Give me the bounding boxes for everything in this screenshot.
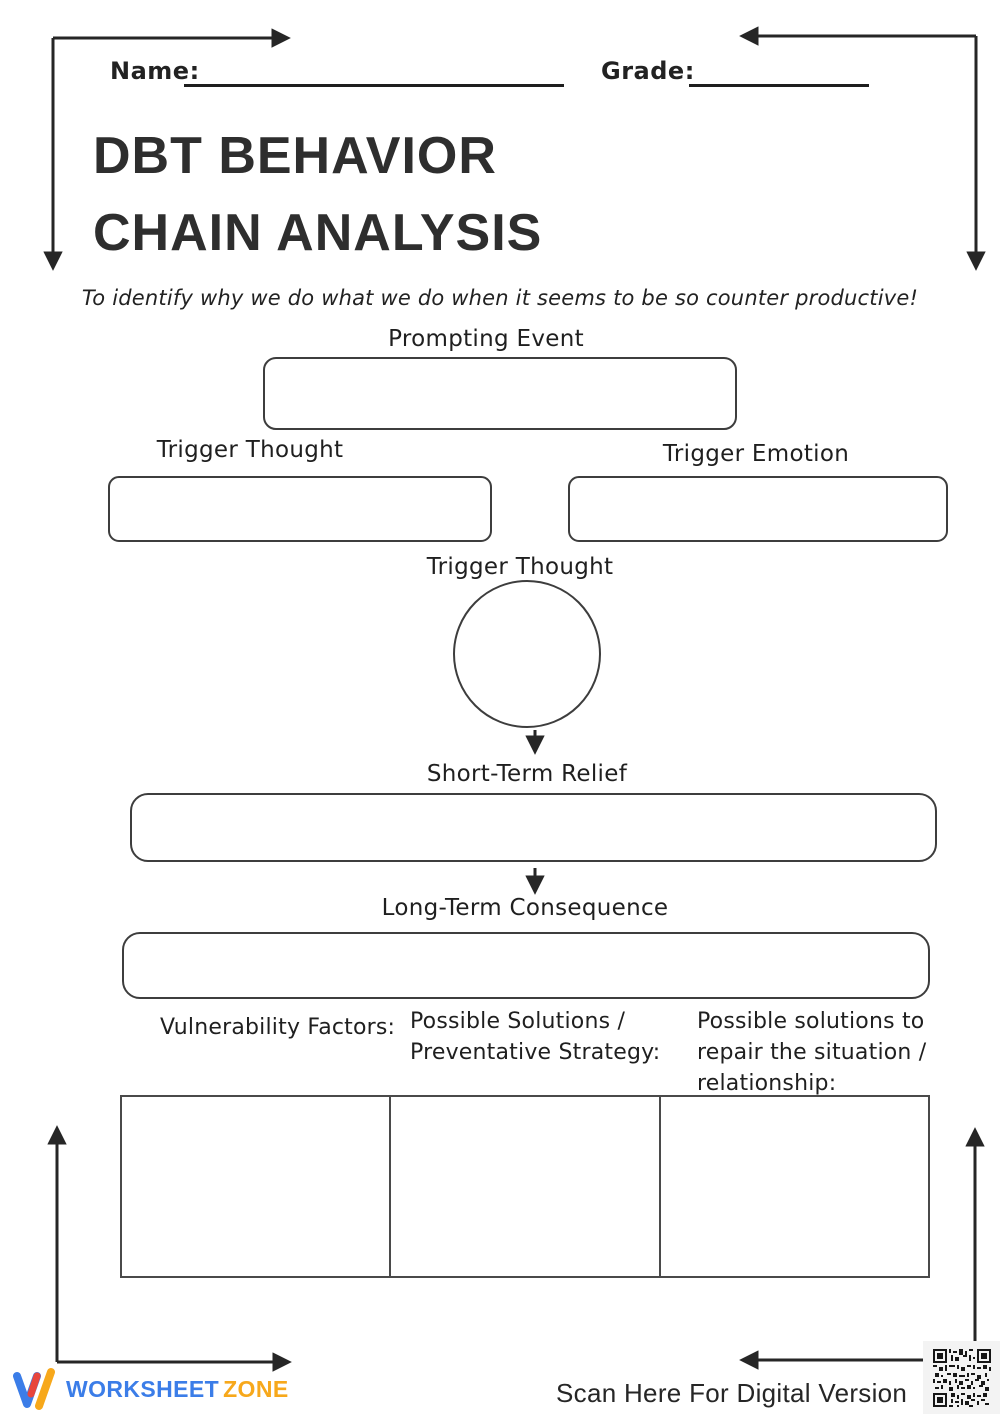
repair-solutions-cell[interactable]: [661, 1097, 928, 1276]
trigger-emotion-box[interactable]: [568, 476, 948, 542]
vulnerability-factors-cell[interactable]: [122, 1097, 392, 1276]
vulnerability-factors-header: Vulnerability Factors:: [160, 1012, 395, 1043]
qr-code-panel: [923, 1341, 1000, 1414]
grade-label: Grade:: [601, 57, 695, 85]
page-title-line1: DBT BEHAVIOR: [93, 127, 497, 185]
trigger-thought-circle[interactable]: [453, 580, 601, 728]
page-title: DBT BEHAVIOR CHAIN ANALYSIS: [93, 118, 542, 272]
scan-here-text: Scan Here For Digital Version: [556, 1378, 908, 1408]
possible-solutions-cell[interactable]: [391, 1097, 661, 1276]
logo-zone-text: ZONE: [223, 1375, 289, 1402]
answers-table: [120, 1095, 930, 1278]
vulnerability-factors-header-line: Vulnerability Factors:: [160, 1015, 396, 1040]
repair-solutions-header-line2: repair the situation /: [697, 1040, 927, 1065]
name-label: Name:: [110, 57, 200, 85]
possible-solutions-header: Possible Solutions / Preventative Strate…: [410, 1006, 660, 1068]
possible-solutions-header-line1: Possible Solutions /: [410, 1009, 626, 1034]
repair-solutions-header-line3: relationship:: [697, 1071, 837, 1096]
qr-code: [932, 1348, 991, 1407]
possible-solutions-header-line2: Preventative Strategy:: [410, 1040, 661, 1065]
repair-solutions-header-line1: Possible solutions to: [697, 1009, 925, 1034]
page-title-line2: CHAIN ANALYSIS: [93, 204, 543, 262]
long-term-consequence-box[interactable]: [122, 932, 930, 999]
long-term-consequence-label: Long-Term Consequence: [381, 895, 669, 921]
grade-input-line[interactable]: [689, 84, 869, 87]
worksheetzone-logo-icon: [13, 1368, 55, 1410]
name-input-line[interactable]: [184, 84, 564, 87]
prompting-event-box[interactable]: [263, 357, 737, 430]
page-subtitle: To identify why we do what we do when it…: [81, 286, 919, 310]
short-term-relief-label: Short-Term Relief: [426, 761, 628, 787]
short-term-relief-box[interactable]: [130, 793, 937, 862]
trigger-thought-box[interactable]: [108, 476, 492, 542]
trigger-thought-circle-label: Trigger Thought: [426, 554, 614, 580]
repair-solutions-header: Possible solutions to repair the situati…: [697, 1006, 926, 1099]
trigger-thought-label: Trigger Thought: [156, 437, 344, 463]
prompting-event-label: Prompting Event: [388, 326, 584, 352]
trigger-emotion-label: Trigger Emotion: [662, 441, 850, 467]
logo-worksheet-text: WORKSHEET: [66, 1375, 220, 1402]
